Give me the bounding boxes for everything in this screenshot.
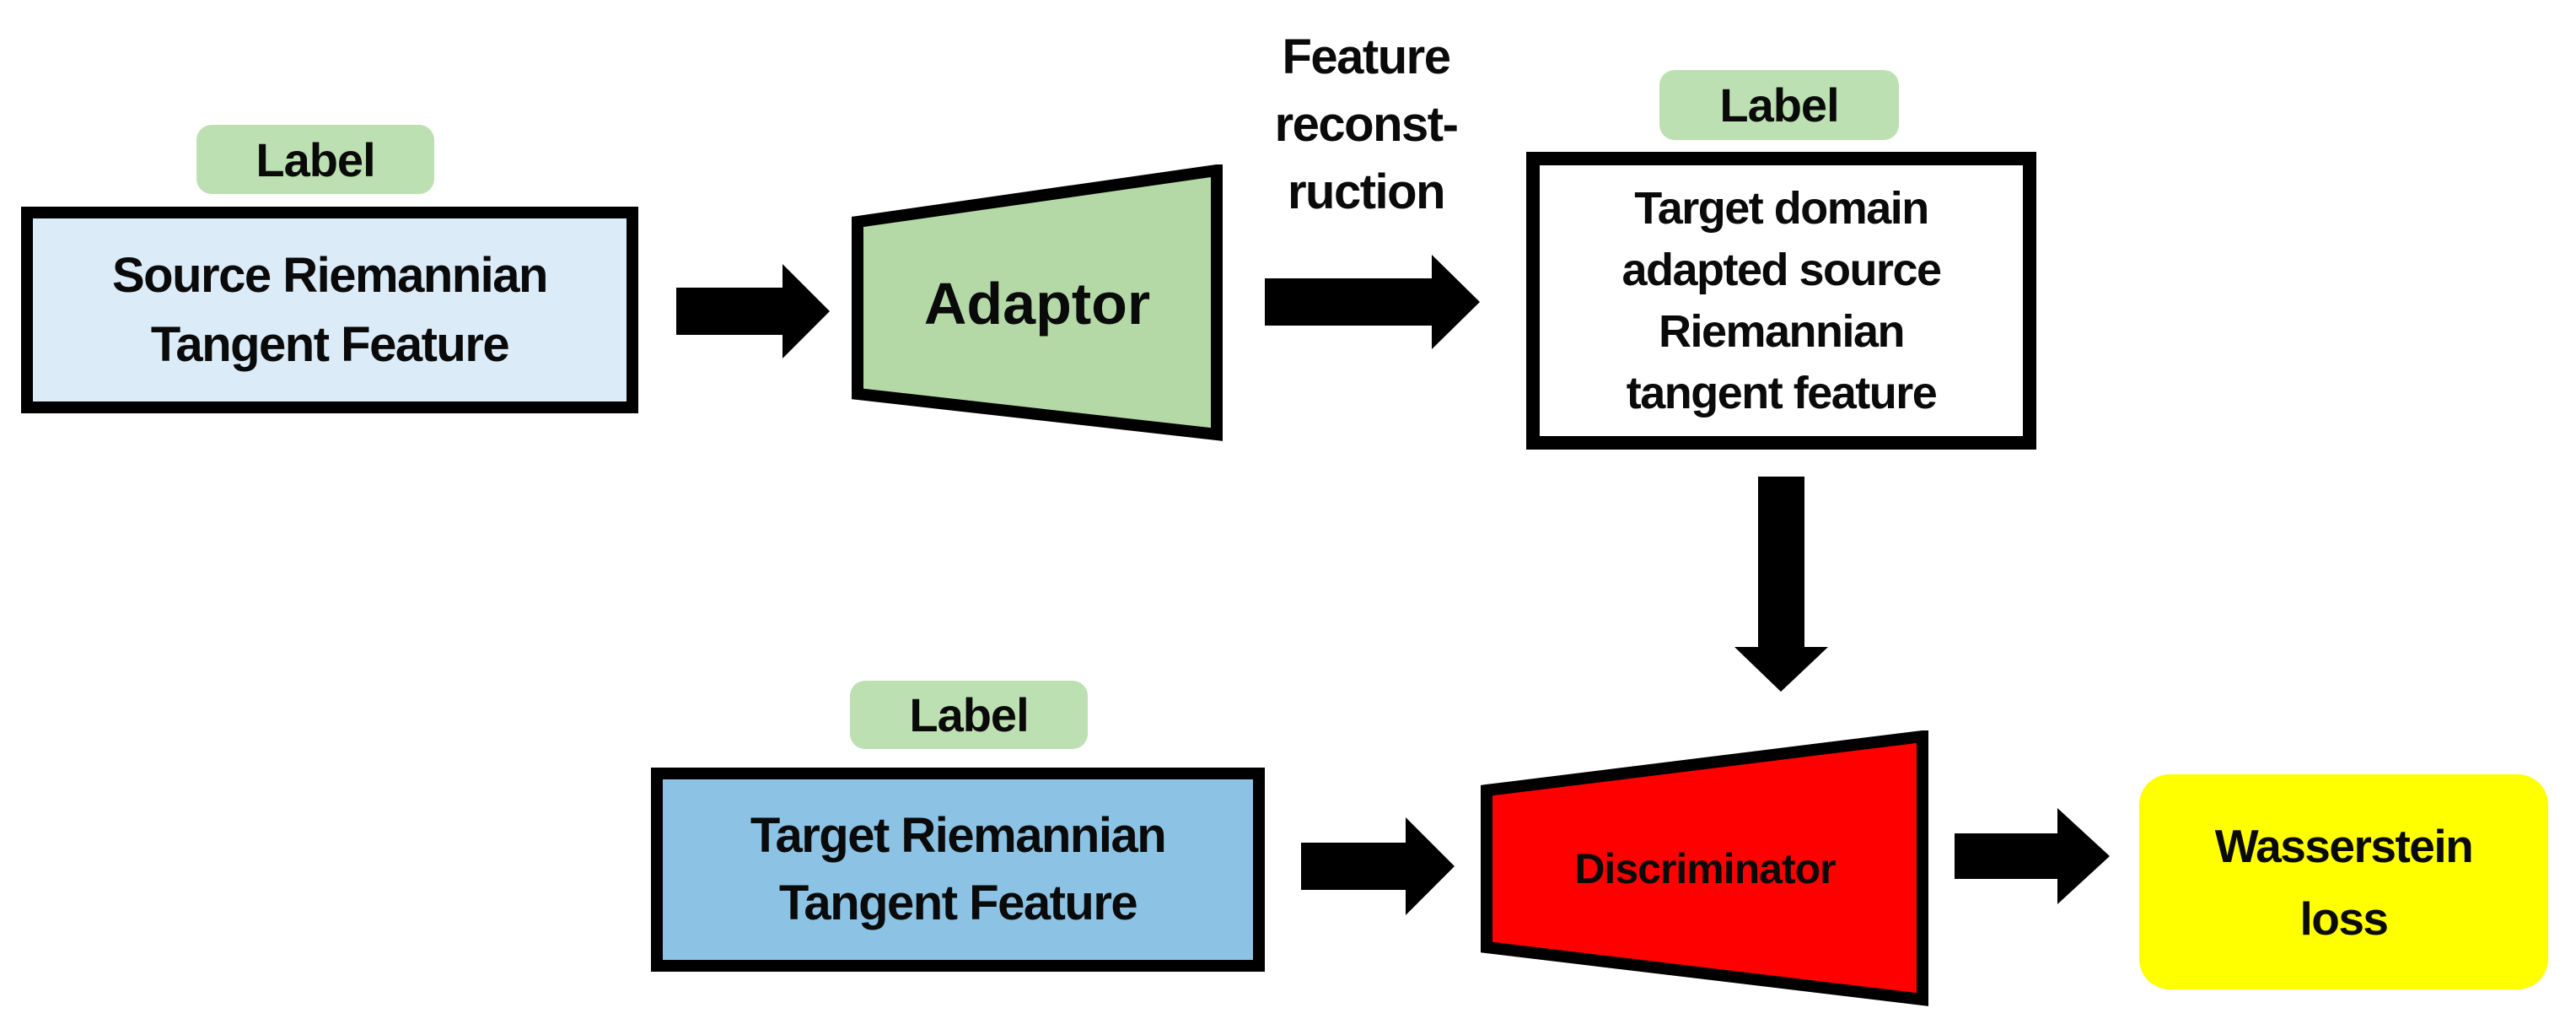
discriminator-trapezoid-shape bbox=[1481, 730, 1928, 1006]
label-badge-adapted-text: Label bbox=[1719, 78, 1839, 132]
arrow-down-adapted-to-discriminator-icon bbox=[1734, 477, 1828, 692]
wasserstein-loss-box: Wasserstein loss bbox=[2139, 774, 2548, 989]
source-feature-line-2: Tangent Feature bbox=[150, 316, 510, 372]
label-badge-target: Label bbox=[850, 681, 1088, 749]
target-feature-box: Target Riemannian Tangent Feature bbox=[651, 768, 1265, 972]
arrow-target-to-discriminator-icon bbox=[1301, 817, 1455, 915]
label-badge-source-text: Label bbox=[255, 132, 375, 186]
wasserstein-loss-line-1: Wasserstein bbox=[2214, 819, 2474, 872]
arrow-discriminator-to-loss-icon bbox=[1955, 808, 2110, 904]
label-badge-source: Label bbox=[196, 125, 434, 194]
adapted-feature-line-4: tangent feature bbox=[1626, 367, 1938, 418]
target-feature-line-1: Target Riemannian bbox=[750, 808, 1167, 863]
adapted-feature-line-2: adapted source bbox=[1621, 244, 1942, 295]
adaptor-trapezoid-shape bbox=[852, 164, 1223, 441]
arrow-adaptor-to-adapted-icon bbox=[1265, 255, 1480, 349]
label-badge-target-text: Label bbox=[909, 688, 1029, 741]
discriminator-trapezoid-icon bbox=[1481, 730, 1928, 1006]
feature-reconstruction-line-2: reconst- bbox=[1274, 97, 1459, 152]
arrow-source-to-adaptor-icon bbox=[676, 264, 830, 358]
target-feature-line-2: Tangent Feature bbox=[778, 876, 1138, 930]
adapted-feature-box: Target domain adapted source Riemannian … bbox=[1526, 152, 2036, 450]
adapted-feature-line-3: Riemannian bbox=[1658, 305, 1906, 357]
feature-reconstruction-line-3: ruction bbox=[1287, 164, 1446, 219]
adapted-feature-line-1: Target domain bbox=[1634, 182, 1929, 234]
wasserstein-loss-line-2: loss bbox=[2299, 892, 2389, 945]
source-feature-box: Source Riemannian Tangent Feature bbox=[21, 207, 638, 413]
feature-reconstruction-annotation: Feature reconst- ruction bbox=[1206, 24, 1526, 226]
label-badge-adapted: Label bbox=[1659, 70, 1899, 140]
feature-reconstruction-line-1: Feature bbox=[1282, 30, 1451, 84]
source-feature-line-1: Source Riemannian bbox=[112, 247, 548, 303]
adaptor-trapezoid-icon bbox=[852, 164, 1223, 441]
